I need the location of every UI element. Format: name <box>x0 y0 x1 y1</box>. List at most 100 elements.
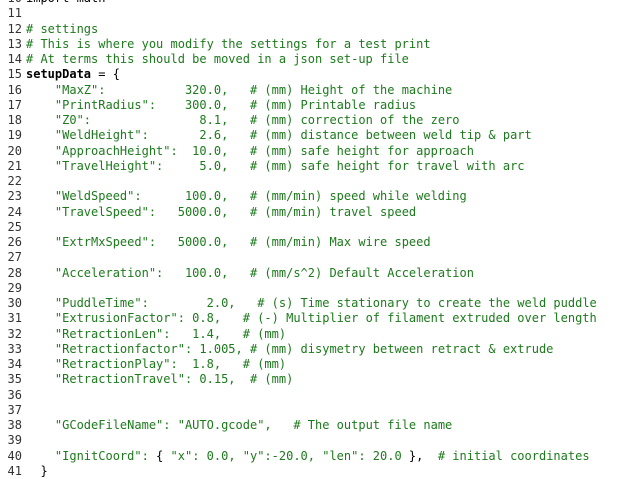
code-token: # (mm/min) Max wire speed <box>228 235 431 249</box>
code-token: # (mm) safe height for travel with arc <box>228 158 525 173</box>
line-number: 28 <box>7 265 22 280</box>
code-line[interactable]: 23 "WeldSpeed": 100.0, # (mm/min) speed … <box>0 189 628 204</box>
code-token: "Retractionfactor": <box>26 341 193 356</box>
code-line[interactable]: 14# At terms this should be moved in a j… <box>0 52 628 67</box>
line-number: 11 <box>7 6 22 21</box>
code-line[interactable]: 33 "Retractionfactor": 1.005, # (mm) dis… <box>0 342 628 357</box>
code-text: "RetractionTravel": 0.15, # (mm) <box>26 372 293 387</box>
code-token: # (mm) distance between weld tip & part <box>228 128 532 143</box>
code-token: "ExtrMxSpeed": <box>26 235 157 249</box>
line-number: 21 <box>7 158 22 173</box>
code-text: import math <box>26 0 105 6</box>
code-token: } <box>26 463 48 478</box>
line-number: 23 <box>7 189 22 204</box>
code-token: # (s) Time stationary to create the weld… <box>235 296 597 310</box>
code-line[interactable]: 27 <box>0 250 628 265</box>
line-number: 18 <box>7 113 22 127</box>
code-token: 0.15, <box>192 372 236 387</box>
code-token: "PrintRadius": <box>26 97 157 112</box>
code-line[interactable]: 35 "RetractionTravel": 0.15, # (mm) <box>0 372 628 387</box>
line-number: 16 <box>7 82 22 97</box>
code-line[interactable]: 36 <box>0 388 628 403</box>
line-number: 39 <box>7 433 22 448</box>
code-token: { <box>148 448 171 463</box>
code-text: setupData = { <box>26 67 120 82</box>
code-text: "Acceleration": 100.0, # (mm/s^2) Defaul… <box>26 266 474 281</box>
code-line[interactable]: 29 <box>0 281 628 296</box>
code-token: import math <box>26 0 105 5</box>
code-line[interactable]: 34 "RetractionPlay": 1.8, # (mm) <box>0 357 628 372</box>
line-number: 12 <box>7 21 22 36</box>
code-line[interactable]: 39 <box>0 433 628 448</box>
code-line[interactable]: 12# settings <box>0 22 628 37</box>
code-text: "TravelSpeed": 5000.0, # (mm/min) travel… <box>26 205 416 220</box>
code-token: # (mm/min) travel speed <box>228 204 417 219</box>
code-token: 2.6, <box>148 128 229 143</box>
code-line[interactable]: 24 "TravelSpeed": 5000.0, # (mm/min) tra… <box>0 205 628 220</box>
code-line[interactable]: 10import math <box>0 0 628 6</box>
code-text: "Z0": 8.1, # (mm) correction of the zero <box>26 113 460 128</box>
code-token: 5000.0, <box>156 204 229 219</box>
code-token: 100.0, <box>141 189 229 204</box>
code-token: # At terms this should be moved in a jso… <box>26 52 409 66</box>
code-token: 8.1, <box>91 113 229 127</box>
code-token: "IgnitCoord": <box>26 448 149 463</box>
code-line[interactable]: 26 "ExtrMxSpeed": 5000.0, # (mm/min) Max… <box>0 235 628 250</box>
code-token: # (mm) correction of the zero <box>228 113 460 127</box>
code-token: "RetractionPlay": <box>26 357 178 371</box>
code-line[interactable]: 19 "WeldHeight": 2.6, # (mm) distance be… <box>0 128 628 143</box>
code-line[interactable]: 25 <box>0 220 628 235</box>
code-text: "RetractionPlay": 1.8, # (mm) <box>26 357 286 372</box>
code-token: # initial coordinates <box>423 448 590 463</box>
code-line[interactable]: 40 "IgnitCoord": { "x": 0.0, "y":-20.0, … <box>0 449 628 464</box>
code-token: # (mm) <box>221 326 287 341</box>
line-number: 31 <box>7 311 22 326</box>
line-number: 27 <box>7 250 22 265</box>
code-line[interactable]: 32 "RetractionLen": 1.4, # (mm) <box>0 327 628 342</box>
code-line[interactable]: 37 <box>0 403 628 418</box>
code-line[interactable]: 11 <box>0 6 628 21</box>
code-text: # At terms this should be moved in a jso… <box>26 52 409 67</box>
line-number: 20 <box>7 143 22 158</box>
code-token: "x": 0.0, "y":-20.0, "len": 20.0 <box>170 448 402 463</box>
line-number: 17 <box>7 97 22 112</box>
code-token: "Acceleration": <box>26 265 164 280</box>
code-line[interactable]: 38 "GCodeFileName": "AUTO.gcode", # The … <box>0 418 628 433</box>
code-line[interactable]: 13# This is where you modify the setting… <box>0 37 628 52</box>
code-token: # (mm) Printable radius <box>228 97 417 112</box>
code-line[interactable]: 16 "MaxZ": 320.0, # (mm) Height of the m… <box>0 83 628 98</box>
line-number: 34 <box>7 357 22 371</box>
line-number: 33 <box>7 341 22 356</box>
code-line[interactable]: 20 "ApproachHeight": 10.0, # (mm) safe h… <box>0 144 628 159</box>
code-text: "MaxZ": 320.0, # (mm) Height of the mach… <box>26 83 452 98</box>
code-token: "RetractionTravel": <box>26 372 193 387</box>
code-token: "WeldSpeed": <box>26 189 142 204</box>
code-line[interactable]: 22 <box>0 174 628 189</box>
code-token: = { <box>91 67 120 82</box>
code-line[interactable]: 18 "Z0": 8.1, # (mm) correction of the z… <box>0 113 628 128</box>
code-text: "ExtrusionFactor": 0.8, # (-) Multiplier… <box>26 311 597 326</box>
code-token: # (-) Multiplier of filament extruded ov… <box>221 311 597 326</box>
code-text: "PuddleTime": 2.0, # (s) Time stationary… <box>26 296 597 311</box>
code-line[interactable]: 21 "TravelHeight": 5.0, # (mm) safe heig… <box>0 159 628 174</box>
code-line[interactable]: 41 } <box>0 464 628 479</box>
line-number: 22 <box>7 174 22 188</box>
line-number: 19 <box>7 128 22 143</box>
line-number: 24 <box>7 204 22 219</box>
code-token: setupData <box>26 67 92 82</box>
code-line[interactable]: 30 "PuddleTime": 2.0, # (s) Time station… <box>0 296 628 311</box>
code-text: "TravelHeight": 5.0, # (mm) safe height … <box>26 159 525 174</box>
code-token: 0.8, <box>184 311 222 326</box>
line-number: 38 <box>7 418 22 432</box>
code-line[interactable]: 28 "Acceleration": 100.0, # (mm/s^2) Def… <box>0 266 628 281</box>
code-text: "GCodeFileName": "AUTO.gcode", # The out… <box>26 418 452 433</box>
code-token: "WeldHeight": <box>26 128 149 143</box>
code-line[interactable]: 31 "ExtrusionFactor": 0.8, # (-) Multipl… <box>0 311 628 326</box>
code-token: 10.0, <box>177 143 229 158</box>
code-line[interactable]: 17 "PrintRadius": 300.0, # (mm) Printabl… <box>0 98 628 113</box>
code-token: 5.0, <box>163 158 229 173</box>
line-number: 29 <box>7 280 22 295</box>
code-text: "RetractionLen": 1.4, # (mm) <box>26 327 286 342</box>
